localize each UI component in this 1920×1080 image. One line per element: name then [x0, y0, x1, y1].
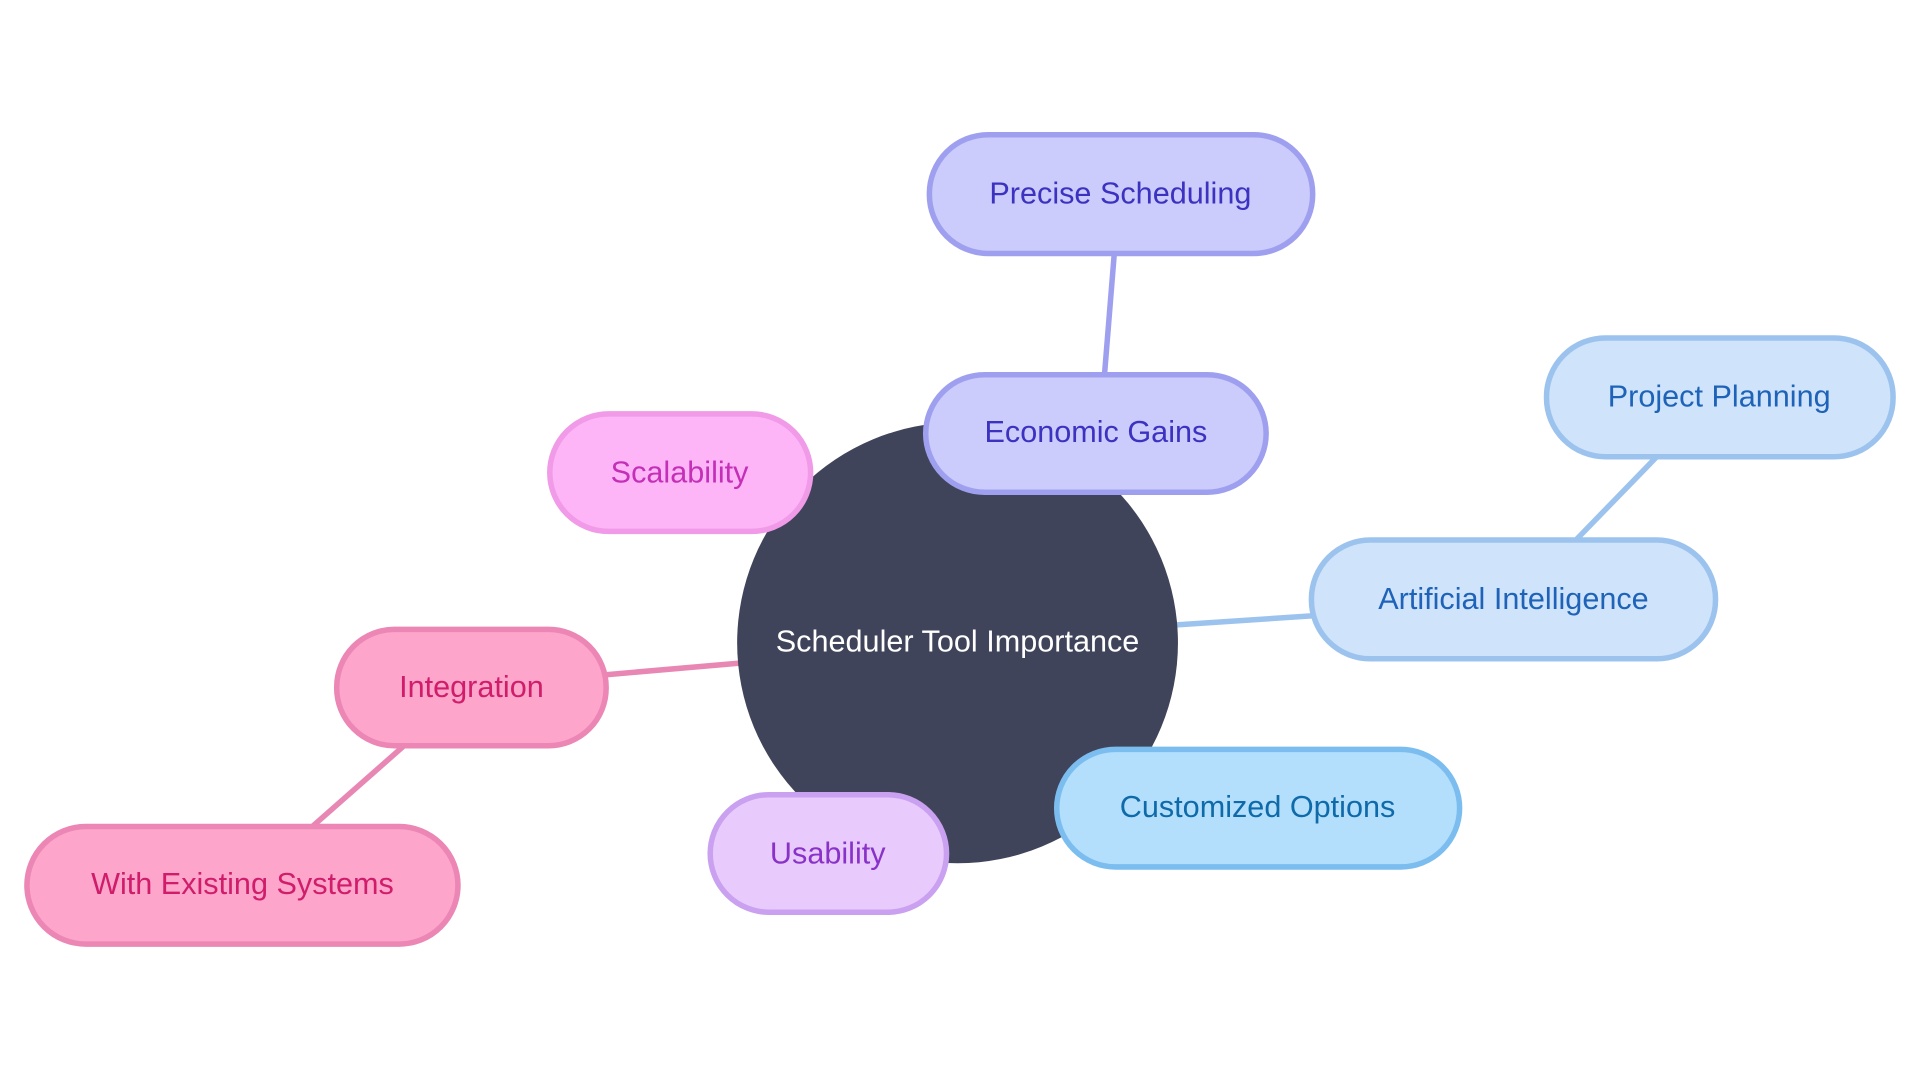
node-label: Project Planning [1608, 380, 1831, 414]
node-label: Precise Scheduling [989, 176, 1251, 210]
edge-integration-existing [310, 743, 406, 829]
node-artificial-intelligence[interactable]: Artificial Intelligence [1308, 537, 1719, 662]
edge-center-integration [605, 659, 748, 678]
node-label: Economic Gains [984, 415, 1207, 449]
node-usability[interactable]: Usability [707, 791, 950, 915]
node-label: Customized Options [1120, 790, 1396, 824]
node-label: Usability [770, 836, 886, 870]
node-label: Integration [399, 670, 544, 704]
node-scalability[interactable]: Scalability [547, 411, 814, 535]
node-project-planning[interactable]: Project Planning [1543, 335, 1896, 460]
edge-ai-project [1573, 454, 1659, 542]
center-label: Scheduler Tool Importance [776, 625, 1140, 659]
node-label: Scalability [611, 456, 749, 490]
node-label: With Existing Systems [91, 867, 394, 901]
node-precise-scheduling[interactable]: Precise Scheduling [926, 131, 1316, 257]
node-label: Artificial Intelligence [1378, 582, 1649, 616]
edge-center-ai [1163, 613, 1312, 629]
center-node[interactable]: Scheduler Tool Importance [737, 422, 1178, 864]
node-customized-options[interactable]: Customized Options [1053, 746, 1463, 870]
node-economic-gains[interactable]: Economic Gains [922, 371, 1269, 495]
node-integration[interactable]: Integration [333, 626, 609, 749]
node-with-existing-systems[interactable]: With Existing Systems [24, 823, 461, 947]
edge-economic-precise [1101, 253, 1118, 375]
